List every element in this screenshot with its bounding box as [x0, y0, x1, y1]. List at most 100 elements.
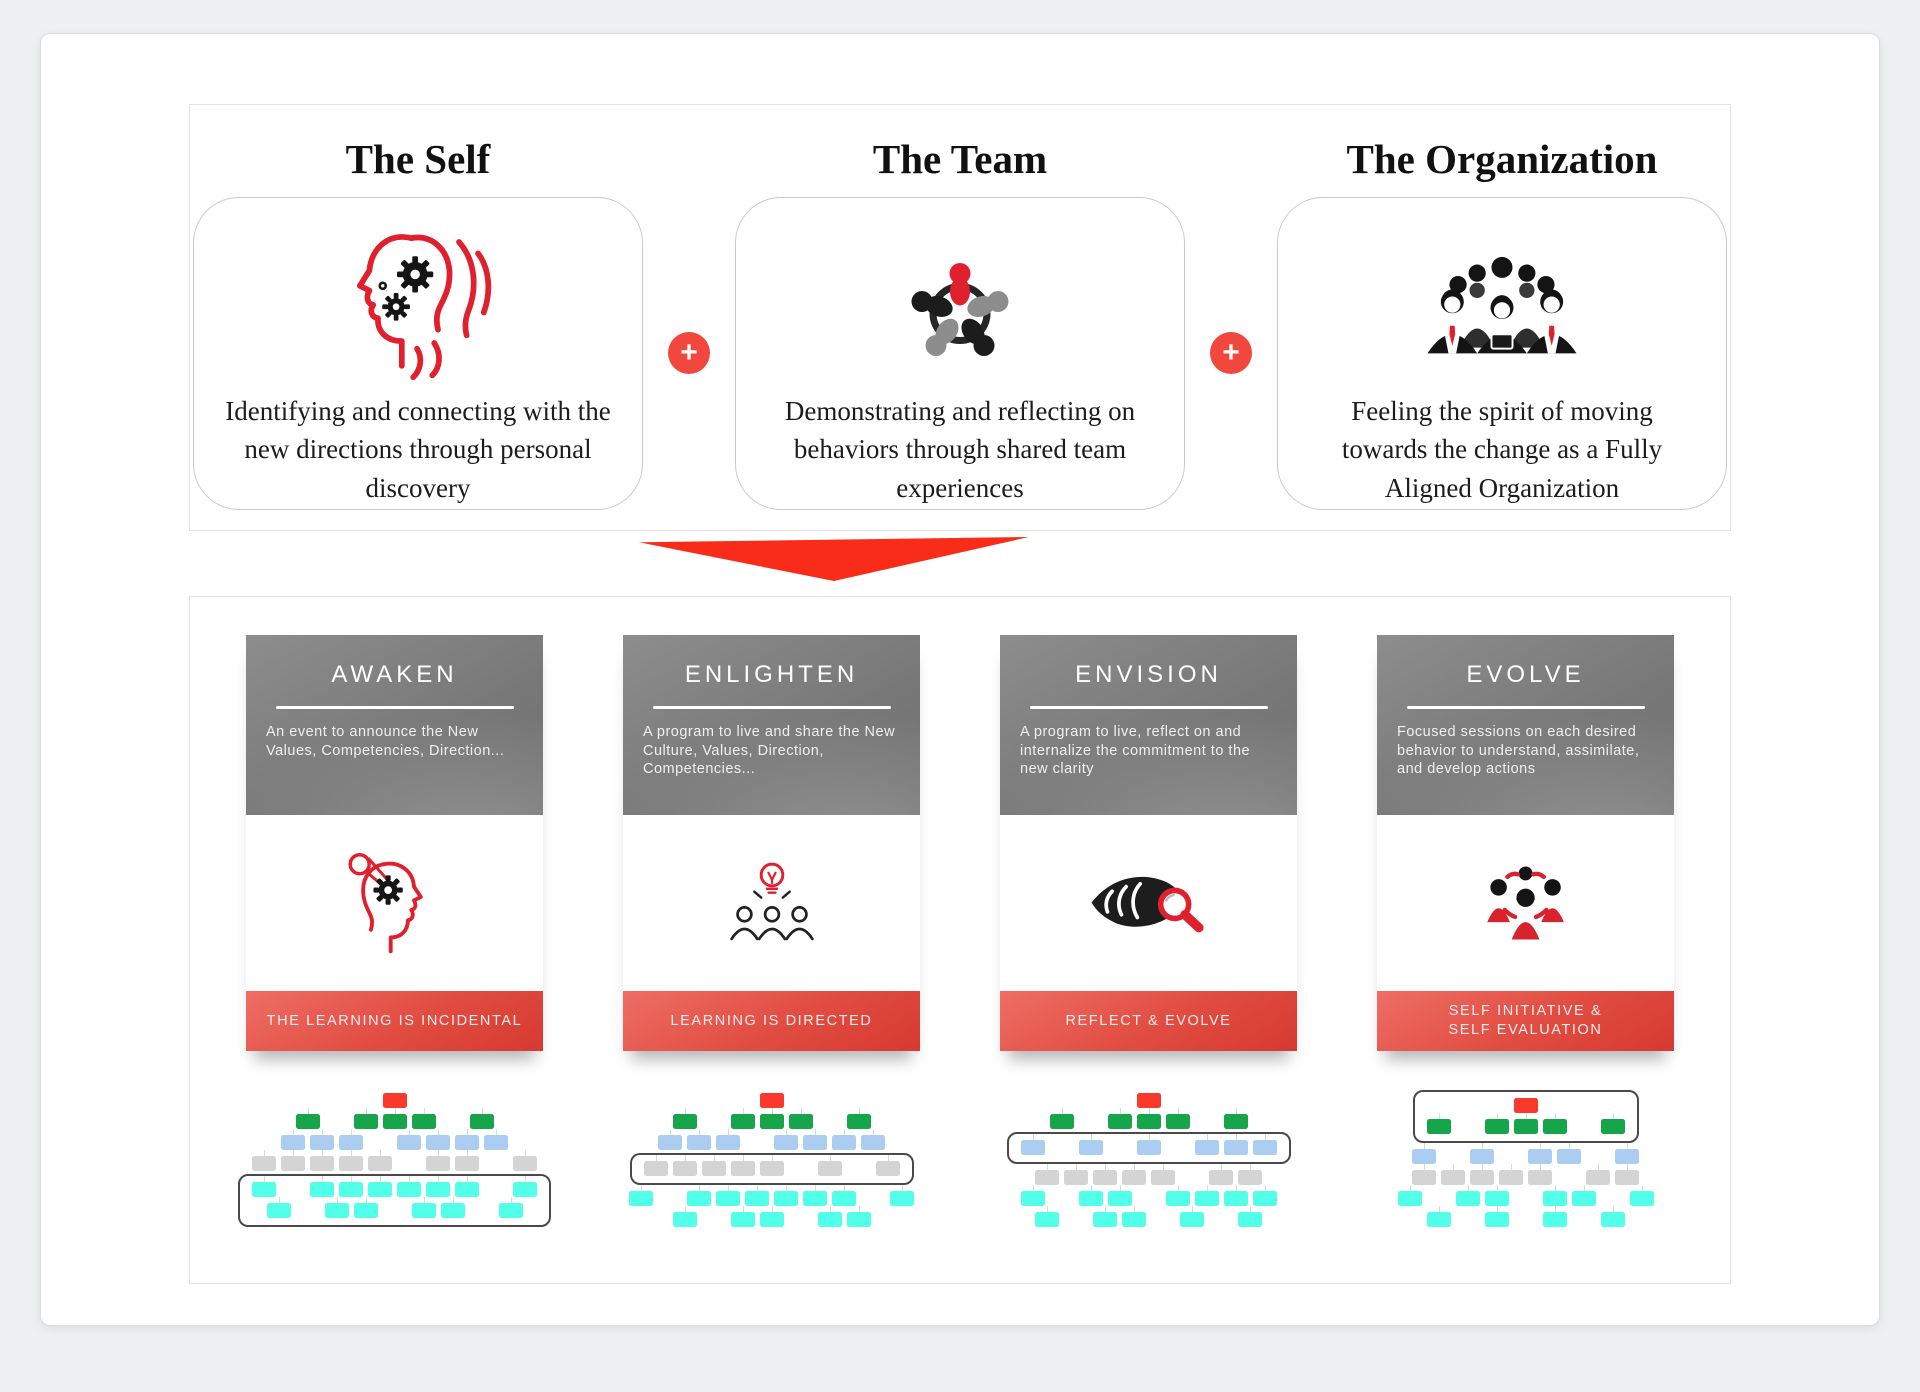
org-chart-box [846, 1108, 871, 1129]
org-chart-box [266, 1197, 291, 1218]
infographic-canvas: The Self [40, 33, 1880, 1326]
org-chart-spacer [397, 1156, 421, 1171]
org-chart-box [339, 1129, 363, 1150]
chart-rows [629, 1185, 914, 1227]
phase-footer-label: SELF INITIATIVE & SELF EVALUATION [1377, 991, 1674, 1051]
org-chart-box [1049, 1108, 1074, 1129]
org-chart-box [687, 1129, 711, 1150]
org-chart-box [1484, 1206, 1509, 1227]
phase-card: ENVISION A program to live, reflect on a… [1000, 635, 1297, 1051]
org-chart-box [455, 1176, 479, 1197]
org-chart-box [426, 1176, 450, 1197]
org-chart-box [1426, 1206, 1451, 1227]
plus-symbol: + [1222, 336, 1240, 369]
pillar-description: Demonstrating and reflecting on behavior… [784, 396, 1136, 503]
chart-rows [252, 1087, 537, 1171]
phase-title: ENLIGHTEN [684, 661, 859, 688]
org-chart-spacer [281, 1182, 305, 1197]
org-chart-row [759, 1093, 784, 1108]
org-chart-box [513, 1176, 537, 1197]
org-chart-spacer [1427, 1191, 1451, 1206]
org-chart-box [397, 1176, 421, 1197]
org-chart-box [875, 1155, 900, 1176]
phase-header: AWAKEN An event to announce the New Valu… [246, 635, 543, 815]
org-chart-box [1165, 1185, 1190, 1206]
org-chart-box [1484, 1113, 1509, 1134]
org-chart-box [440, 1197, 465, 1218]
phase-header: EVOLVE Focused sessions on each desired … [1377, 635, 1674, 815]
org-chart-box [846, 1206, 871, 1227]
phase-footer-label: REFLECT & EVOLVE [1000, 991, 1297, 1051]
org-chart-row [382, 1093, 407, 1108]
org-chart-box [1093, 1206, 1117, 1227]
org-chart-box [701, 1155, 726, 1176]
org-chart-spacer [1050, 1140, 1074, 1155]
org-chart-box [832, 1129, 856, 1150]
org-chart-box [382, 1108, 407, 1129]
org-chart-spacer [1180, 1170, 1204, 1185]
org-chart-box [1528, 1143, 1552, 1164]
org-chart-box [1093, 1164, 1117, 1185]
org-chart-box [1499, 1164, 1523, 1185]
org-chart-box [310, 1150, 334, 1171]
org-chart-box [1035, 1164, 1059, 1185]
org-chart-spacer [1050, 1191, 1074, 1206]
org-chart-box [643, 1155, 668, 1176]
divider [652, 706, 891, 709]
org-chart-box [672, 1108, 697, 1129]
organization-people-icon [1416, 198, 1588, 386]
org-chart-spacer [1151, 1212, 1175, 1227]
org-chart-box [1136, 1108, 1161, 1129]
down-arrow-icon [639, 537, 1029, 581]
pillar-self: The Self [193, 105, 643, 530]
phase-evolve: EVOLVE Focused sessions on each desired … [1377, 635, 1674, 1283]
divider [1406, 706, 1645, 709]
org-chart-row [1020, 1134, 1277, 1155]
org-chart-box [382, 1093, 407, 1108]
phase-description: Focused sessions on each desired behavio… [1397, 724, 1640, 778]
org-chart-box [716, 1185, 740, 1206]
org-chart-box [803, 1129, 827, 1150]
org-chart-box [1600, 1206, 1625, 1227]
head-gear-lens-icon [246, 815, 543, 991]
org-chart-box [1542, 1113, 1567, 1134]
org-chart [238, 1087, 551, 1227]
org-chart-spacer [1456, 1212, 1480, 1227]
org-chart-box [252, 1176, 276, 1197]
org-chart-row [1426, 1113, 1625, 1134]
org-chart-box [1484, 1185, 1509, 1206]
org-chart-row [266, 1197, 523, 1218]
org-chart-box [658, 1129, 682, 1150]
org-chart-box [1455, 1185, 1480, 1206]
org-chart-spacer [1166, 1140, 1190, 1155]
org-chart-box [1035, 1206, 1059, 1227]
phase-description: A program to live, reflect on and intern… [1020, 724, 1251, 778]
org-chart-row [252, 1150, 537, 1171]
org-chart-box [1209, 1164, 1233, 1185]
org-chart-box [730, 1108, 755, 1129]
org-chart-box [1136, 1134, 1161, 1155]
org-chart-spacer [1456, 1119, 1480, 1134]
org-chart-box [1615, 1143, 1639, 1164]
org-chart-box [1252, 1185, 1277, 1206]
org-chart-box [861, 1129, 885, 1150]
org-chart-box [1557, 1143, 1581, 1164]
org-chart-spacer [1137, 1191, 1161, 1206]
org-chart-box [1542, 1206, 1567, 1227]
org-chart-box [1412, 1164, 1436, 1185]
divider [275, 706, 514, 709]
org-chart-spacer [861, 1191, 885, 1206]
org-chart-spacer [818, 1114, 842, 1129]
pillar-description: Identifying and connecting with the new … [225, 396, 611, 503]
org-chart-spacer [789, 1161, 813, 1176]
org-chart-box [1252, 1134, 1277, 1155]
org-chart-spacer [1209, 1212, 1233, 1227]
org-chart-box [774, 1129, 798, 1150]
pillar-title: The Organization [1346, 136, 1658, 182]
org-chart-box [1513, 1113, 1538, 1134]
org-chart-box [455, 1129, 479, 1150]
org-chart-box [310, 1129, 334, 1150]
org-chart-spacer [1514, 1212, 1538, 1227]
org-chart-box [759, 1155, 784, 1176]
org-chart-row [1426, 1206, 1625, 1227]
